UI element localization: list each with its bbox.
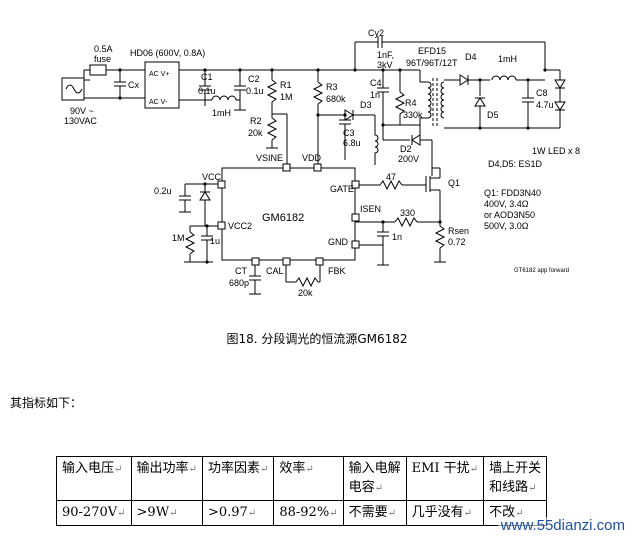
label-vcc2-resistor: 1M <box>172 233 185 243</box>
label-cal-resistor: 20k <box>298 288 313 298</box>
label-r3: R3 <box>326 82 338 92</box>
label-rsen: Rsen <box>448 226 469 236</box>
label-r4-value: 330k <box>403 110 423 120</box>
pin-fbk: FBK <box>328 266 346 276</box>
spec-header-cell: 输出功率↵ <box>130 456 203 501</box>
label-cy2-value: 1nF, <box>377 50 394 60</box>
label-c2: C2 <box>248 74 260 84</box>
spec-table: 输入电压↵ 输出功率↵ 功率因素↵ 效率↵ 输入电解 电容↵ EMI 干扰↵ 墙… <box>56 456 548 526</box>
circuit-schematic: 0.5A fuse HD06 (600V, 0.8A) AC V+ AC V- … <box>61 28 580 298</box>
label-c3-value: 6.8u <box>343 138 361 148</box>
label-input-range: 90V ~ <box>70 106 94 116</box>
spec-table-value-row: 90-270V↵ >9W↵ >0.97↵ 88-92%↵ 不需要↵ 几乎没有↵ … <box>56 500 548 526</box>
label-c1-value: 0.1u <box>198 86 216 96</box>
fuse-symbol <box>89 64 107 76</box>
label-ac-plus: AC V+ <box>149 71 169 78</box>
pin-isen: ISEN <box>360 204 381 214</box>
pin-vdd: VDD <box>302 153 322 163</box>
label-c3: C3 <box>343 128 355 138</box>
spec-header-cell: 输入电解 电容↵ <box>342 456 407 501</box>
pin-gate: GATE <box>330 184 354 194</box>
label-c2-value: 0.1u <box>246 86 264 96</box>
label-d2-value: 200V <box>398 154 419 164</box>
label-bridge: HD06 (600V, 0.8A) <box>130 48 205 58</box>
label-l2-value: 1mH <box>498 54 517 64</box>
label-transformer-turns: 96T/96T/12T <box>406 58 458 68</box>
spec-header-cell: 效率↵ <box>273 456 344 501</box>
label-r2-value: 20k <box>248 128 263 138</box>
label-vcc2-cap: 1u <box>210 236 220 246</box>
label-c8: C8 <box>536 88 548 98</box>
spec-intro: 其指标如下： <box>10 396 83 410</box>
label-d3: D3 <box>360 100 372 110</box>
label-q1: Q1 <box>448 178 460 188</box>
bridge-rectifier-symbol <box>144 61 180 109</box>
pin-vcc: VCC <box>202 172 222 182</box>
label-rsen-value: 0.72 <box>448 237 466 247</box>
spec-header-cell: EMI 干扰↵ <box>405 456 485 501</box>
pin-vsine: VSINE <box>256 153 283 163</box>
ac-source-symbol <box>61 77 85 101</box>
label-q1-note-3: or AOD3N50 <box>484 210 535 220</box>
inductor-l2-symbol <box>491 75 517 81</box>
spec-value-cell: 90-270V↵ <box>56 500 132 526</box>
label-d2: D2 <box>400 144 412 154</box>
label-cy2: Cy2 <box>368 28 384 38</box>
label-c4: C4 <box>370 78 382 88</box>
label-isen-cap: 1n <box>392 232 402 242</box>
label-fuse-word: fuse <box>94 54 111 64</box>
label-d5: D5 <box>487 110 499 120</box>
label-fuse: 0.5A <box>94 44 113 54</box>
label-reference: GT6182 app forward <box>514 268 569 274</box>
inductor-l1-symbol <box>211 95 237 101</box>
label-r2: R2 <box>250 116 262 126</box>
label-q1-note-4: 500V, 3.0Ω <box>484 221 529 231</box>
label-led: 1W LED x 8 <box>532 146 580 156</box>
chip-name: GM6182 <box>262 212 304 224</box>
spec-value-cell: 88-92%↵ <box>273 500 344 526</box>
label-d4-d5: D4,D5: ES1D <box>488 159 543 169</box>
watermark: www.55dianzi.com <box>497 517 628 534</box>
label-d4: D4 <box>465 52 477 62</box>
pin-vcc2: VCC2 <box>228 221 252 231</box>
label-r4: R4 <box>405 98 417 108</box>
label-l1-value: 1mH <box>212 108 231 118</box>
label-c8-value: 4.7u <box>536 100 554 110</box>
spec-header-cell: 墙上开关 和线路↵ <box>483 456 548 501</box>
label-gate-resistor: 47 <box>386 172 396 182</box>
label-transformer: EFD15 <box>418 46 446 56</box>
spec-value-cell: 不需要↵ <box>342 500 407 526</box>
label-c4-value: 1n <box>370 90 380 100</box>
label-r1: R1 <box>280 80 292 90</box>
label-c1: C1 <box>201 72 213 82</box>
figure-caption: 图18. 分段调光的恒流源GM6182 <box>226 332 408 346</box>
spec-table-header-row: 输入电压↵ 输出功率↵ 功率因素↵ 效率↵ 输入电解 电容↵ EMI 干扰↵ 墙… <box>56 456 548 501</box>
spec-value-cell: >0.97↵ <box>201 500 275 526</box>
label-ac-minus: AC V- <box>149 99 168 106</box>
label-r3-value: 680k <box>326 94 346 104</box>
label-cx: Cx <box>128 80 139 90</box>
label-isen-resistor: 330 <box>400 208 415 218</box>
label-q1-note-2: 400V, 3.4Ω <box>484 199 529 209</box>
spec-header-cell: 功率因素↵ <box>201 456 275 501</box>
pin-ct: CT <box>235 266 247 276</box>
label-input-range-2: 130VAC <box>64 116 97 126</box>
label-q1-note-1: Q1: FDD3N40 <box>484 188 541 198</box>
label-ct-value: 680p <box>229 278 249 288</box>
transformer-primary-symbol <box>427 81 432 119</box>
spec-value-cell: 几乎没有↵ <box>405 500 485 526</box>
spec-value-cell: >9W↵ <box>130 500 203 526</box>
pin-gnd: GND <box>328 237 349 247</box>
label-r1-value: 1M <box>280 92 293 102</box>
label-cy2-value-2: 3kV <box>377 60 393 70</box>
label-vcc-cap: 0.2u <box>154 186 172 196</box>
pin-cal: CAL <box>266 266 284 276</box>
spec-header-cell: 输入电压↵ <box>56 456 132 501</box>
